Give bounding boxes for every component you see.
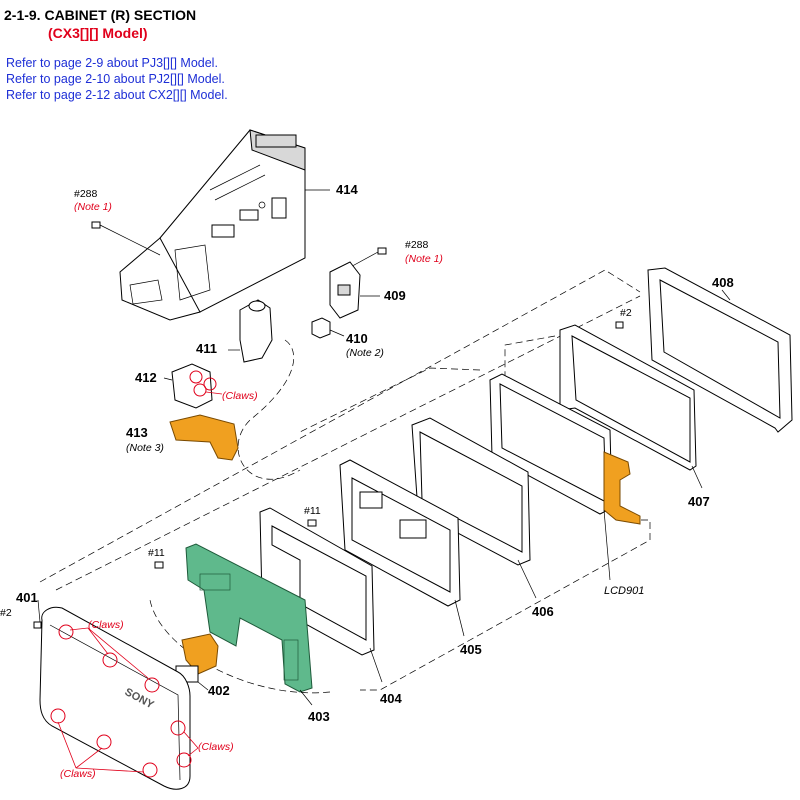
- screw-2-left: [33, 621, 42, 629]
- ref-line-2: Refer to page 2-10 about PJ2[][] Model.: [6, 72, 225, 86]
- part-411-hinge: [228, 299, 273, 363]
- model-subtitle: (CX3[][] Model): [48, 25, 148, 41]
- claws-412: [189, 370, 223, 397]
- claws-label-401-side: (Claws): [198, 741, 234, 753]
- section-title: 2-1-9. CABINET (R) SECTION: [4, 7, 197, 23]
- screw-288-left: [91, 221, 161, 256]
- label-414: 414: [336, 182, 358, 197]
- label-409: 409: [384, 288, 406, 303]
- label-lcd901: LCD901: [604, 585, 644, 597]
- claws-label-401-bottom: (Claws): [60, 768, 96, 780]
- label-406: 406: [532, 604, 554, 619]
- screw-label-11-left: #11: [148, 547, 165, 559]
- label-407: 407: [688, 494, 710, 509]
- label-403: 403: [308, 709, 330, 724]
- label-412: 412: [135, 370, 157, 385]
- label-408: 408: [712, 275, 734, 290]
- note-2: (Note 2): [346, 347, 384, 359]
- part-404-shield: [339, 459, 465, 637]
- note-3: (Note 3): [126, 442, 164, 454]
- screw-label-11-right: #11: [304, 505, 321, 517]
- note-1-right: (Note 1): [405, 253, 443, 265]
- label-402: 402: [208, 683, 230, 698]
- screw-label-2-right: #2: [620, 307, 632, 319]
- part-402-flex: [175, 633, 219, 691]
- ref-line-3: Refer to page 2-12 about CX2[][] Model.: [6, 88, 228, 102]
- claws-401-bottom: [50, 708, 158, 778]
- part-413-flex: [169, 414, 239, 461]
- part-407-frame: [559, 324, 703, 489]
- label-410: 410: [346, 331, 368, 346]
- screw-11-right: [307, 519, 317, 527]
- part-409-bracket: [329, 261, 380, 319]
- screw-label-288-left: #288: [74, 188, 98, 200]
- claws-401-side: [170, 720, 199, 768]
- screw-11-left: [154, 561, 164, 569]
- label-401: 401: [16, 590, 38, 605]
- label-411: 411: [196, 341, 217, 356]
- label-404: 404: [380, 691, 402, 706]
- label-413: 413: [126, 425, 148, 440]
- claws-401-top: [58, 624, 160, 693]
- screw-label-2-left: #2: [0, 607, 12, 619]
- screw-2-right: [615, 321, 624, 329]
- part-401-cabinet: [37, 599, 191, 790]
- claws-label-412: (Claws): [222, 390, 258, 402]
- part-403-board: [185, 543, 313, 706]
- note-1-left: (Note 1): [74, 201, 112, 213]
- part-414-frame: [119, 129, 330, 321]
- ref-line-1: Refer to page 2-9 about PJ3[][] Model.: [6, 56, 218, 70]
- part-410-block: [311, 317, 345, 339]
- label-405: 405: [460, 642, 482, 657]
- claws-label-401-top: (Claws): [88, 619, 124, 631]
- screw-label-288-right: #288: [405, 239, 429, 251]
- part-408-frame: [647, 267, 793, 433]
